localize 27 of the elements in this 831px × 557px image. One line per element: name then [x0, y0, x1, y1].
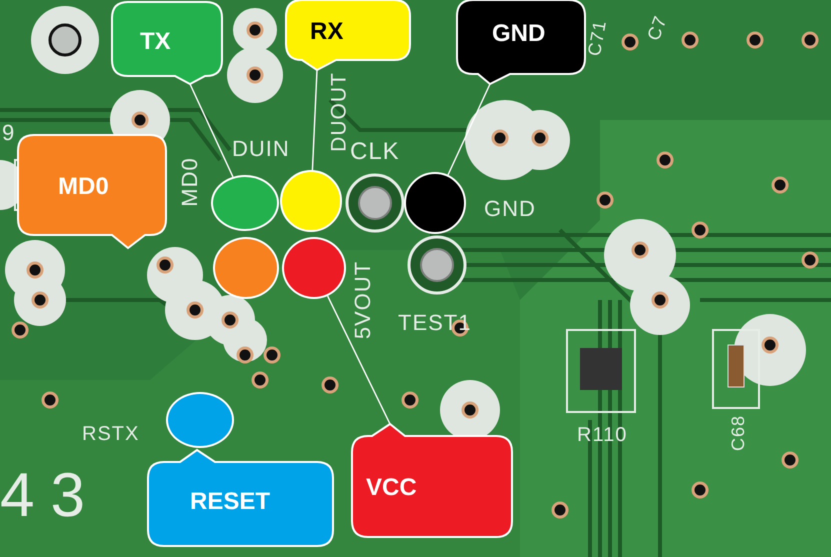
callout-bubble [286, 0, 410, 70]
silkscreen-label: C71 [585, 18, 609, 58]
silkscreen-label: 9 [2, 122, 16, 144]
silkscreen-label: TEST1 [398, 312, 472, 334]
silkscreen-label: 43 [0, 465, 101, 527]
callout-label: VCC [366, 476, 417, 500]
silkscreen-label: C68 [729, 414, 747, 452]
callout-label: MD0 [58, 175, 109, 199]
silkscreen-label: 5VOUT [352, 260, 374, 340]
callout-label: GND [492, 22, 546, 46]
callout-bubble [112, 2, 222, 84]
silkscreen-label: MD0 [179, 157, 201, 207]
callout-label: RESET [190, 490, 270, 514]
leader-line [327, 296, 391, 424]
leader-line [312, 70, 318, 170]
silkscreen-label: RSTX [82, 424, 140, 444]
silkscreen-label: DUOUT [328, 72, 350, 152]
callout-bubble [352, 424, 512, 537]
silkscreen-label: DUIN [232, 138, 290, 160]
callout-label: TX [140, 30, 171, 54]
callout-label: RX [310, 20, 344, 44]
leader-line [447, 84, 491, 176]
silkscreen-label: C7 [644, 13, 670, 43]
silkscreen-label: R110 [577, 425, 628, 445]
leader-line [189, 84, 234, 178]
silkscreen-label: CLK [350, 140, 400, 164]
silkscreen-label: GND [484, 198, 536, 220]
